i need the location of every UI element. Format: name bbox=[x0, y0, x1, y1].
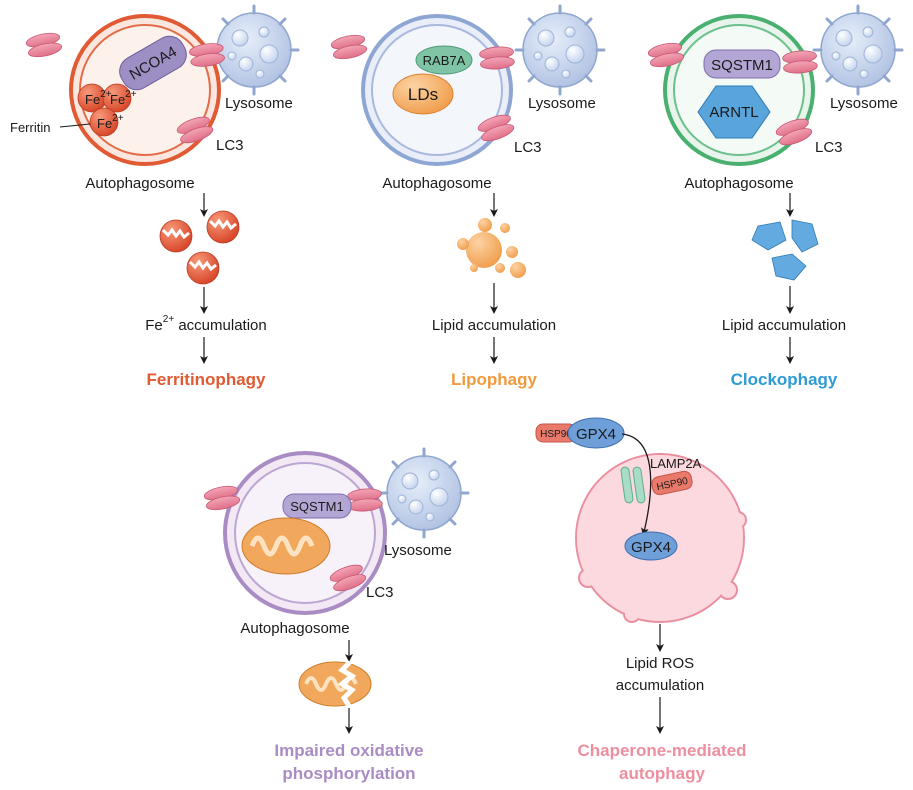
lipid-accumulation-label: Lipid accumulation bbox=[722, 317, 846, 334]
lc3-label: LC3 bbox=[815, 139, 843, 156]
lc3-label: LC3 bbox=[514, 139, 542, 156]
fe-ion-2: Fe2+ bbox=[110, 89, 137, 107]
sqstm1-label: SQSTM1 bbox=[290, 499, 343, 514]
fe-ion-3: Fe2+ bbox=[97, 113, 124, 131]
cma-title-line2: autophagy bbox=[619, 764, 705, 783]
sqstm1-label: SQSTM1 bbox=[711, 57, 773, 74]
lysosome-icon bbox=[378, 447, 470, 539]
lipid-accumulation-label: Lipid accumulation bbox=[432, 317, 556, 334]
lc3-label: LC3 bbox=[216, 137, 244, 154]
lysosome-label: Lysosome bbox=[528, 95, 596, 112]
cma-title-line1: Chaperone-mediated bbox=[577, 741, 746, 760]
oxphos-panel: SQSTM1 Lysosome LC3 Autophagosome Impair… bbox=[202, 447, 470, 783]
lysosome-icon bbox=[208, 4, 300, 96]
arntl-label: ARNTL bbox=[709, 104, 758, 121]
gpx4-label: GPX4 bbox=[576, 426, 616, 443]
clockophagy-title: Clockophagy bbox=[731, 370, 838, 389]
lds-label: LDs bbox=[408, 85, 438, 104]
lamp2a-label: LAMP2A bbox=[650, 456, 702, 471]
autophagosome-label: Autophagosome bbox=[382, 175, 491, 192]
ferritin-label: Ferritin bbox=[10, 120, 50, 135]
lysosome-label: Lysosome bbox=[384, 542, 452, 559]
lysosome-label: Lysosome bbox=[830, 95, 898, 112]
rab7a-label: RAB7A bbox=[423, 53, 466, 68]
lysosome-label: Lysosome bbox=[225, 95, 293, 112]
ferritinophagy-panel: NCOA4 Fe2+ Fe2+ Fe2+ Ferritin Lysosome L… bbox=[10, 4, 300, 389]
ferritinophagy-title: Ferritinophagy bbox=[146, 370, 266, 389]
clockophagy-panel: SQSTM1 ARNTL Lysosome LC3 Autophagosome … bbox=[646, 4, 904, 389]
oxphos-title-line1: Impaired oxidative bbox=[274, 741, 423, 760]
lipophagy-panel: RAB7A LDs Lysosome LC3 Autophagosome Lip… bbox=[329, 4, 606, 389]
autophagosome-label: Autophagosome bbox=[240, 620, 349, 637]
lysosome-icon bbox=[812, 4, 904, 96]
lipid-ros-label-1: Lipid ROS bbox=[626, 655, 694, 672]
ncoa4-adaptor bbox=[119, 35, 187, 91]
lysosome-icon bbox=[514, 4, 606, 96]
autophagosome-label: Autophagosome bbox=[85, 175, 194, 192]
autophagosome-label: Autophagosome bbox=[684, 175, 793, 192]
oxphos-title-line2: phosphorylation bbox=[282, 764, 415, 783]
lipophagy-title: Lipophagy bbox=[451, 370, 537, 389]
gpx4-inner-label: GPX4 bbox=[631, 539, 671, 556]
cma-panel: HSP90 GPX4 LAMP2A HSP90 GPX4 Lipid ROS a… bbox=[535, 417, 747, 783]
fe-ion-1: Fe2+ bbox=[85, 89, 112, 107]
fe-accumulation-label: Fe2+ accumulation bbox=[145, 314, 266, 334]
lc3-label: LC3 bbox=[366, 584, 394, 601]
hsp90-label: HSP90 bbox=[540, 429, 572, 440]
lipid-ros-label-2: accumulation bbox=[616, 677, 704, 694]
